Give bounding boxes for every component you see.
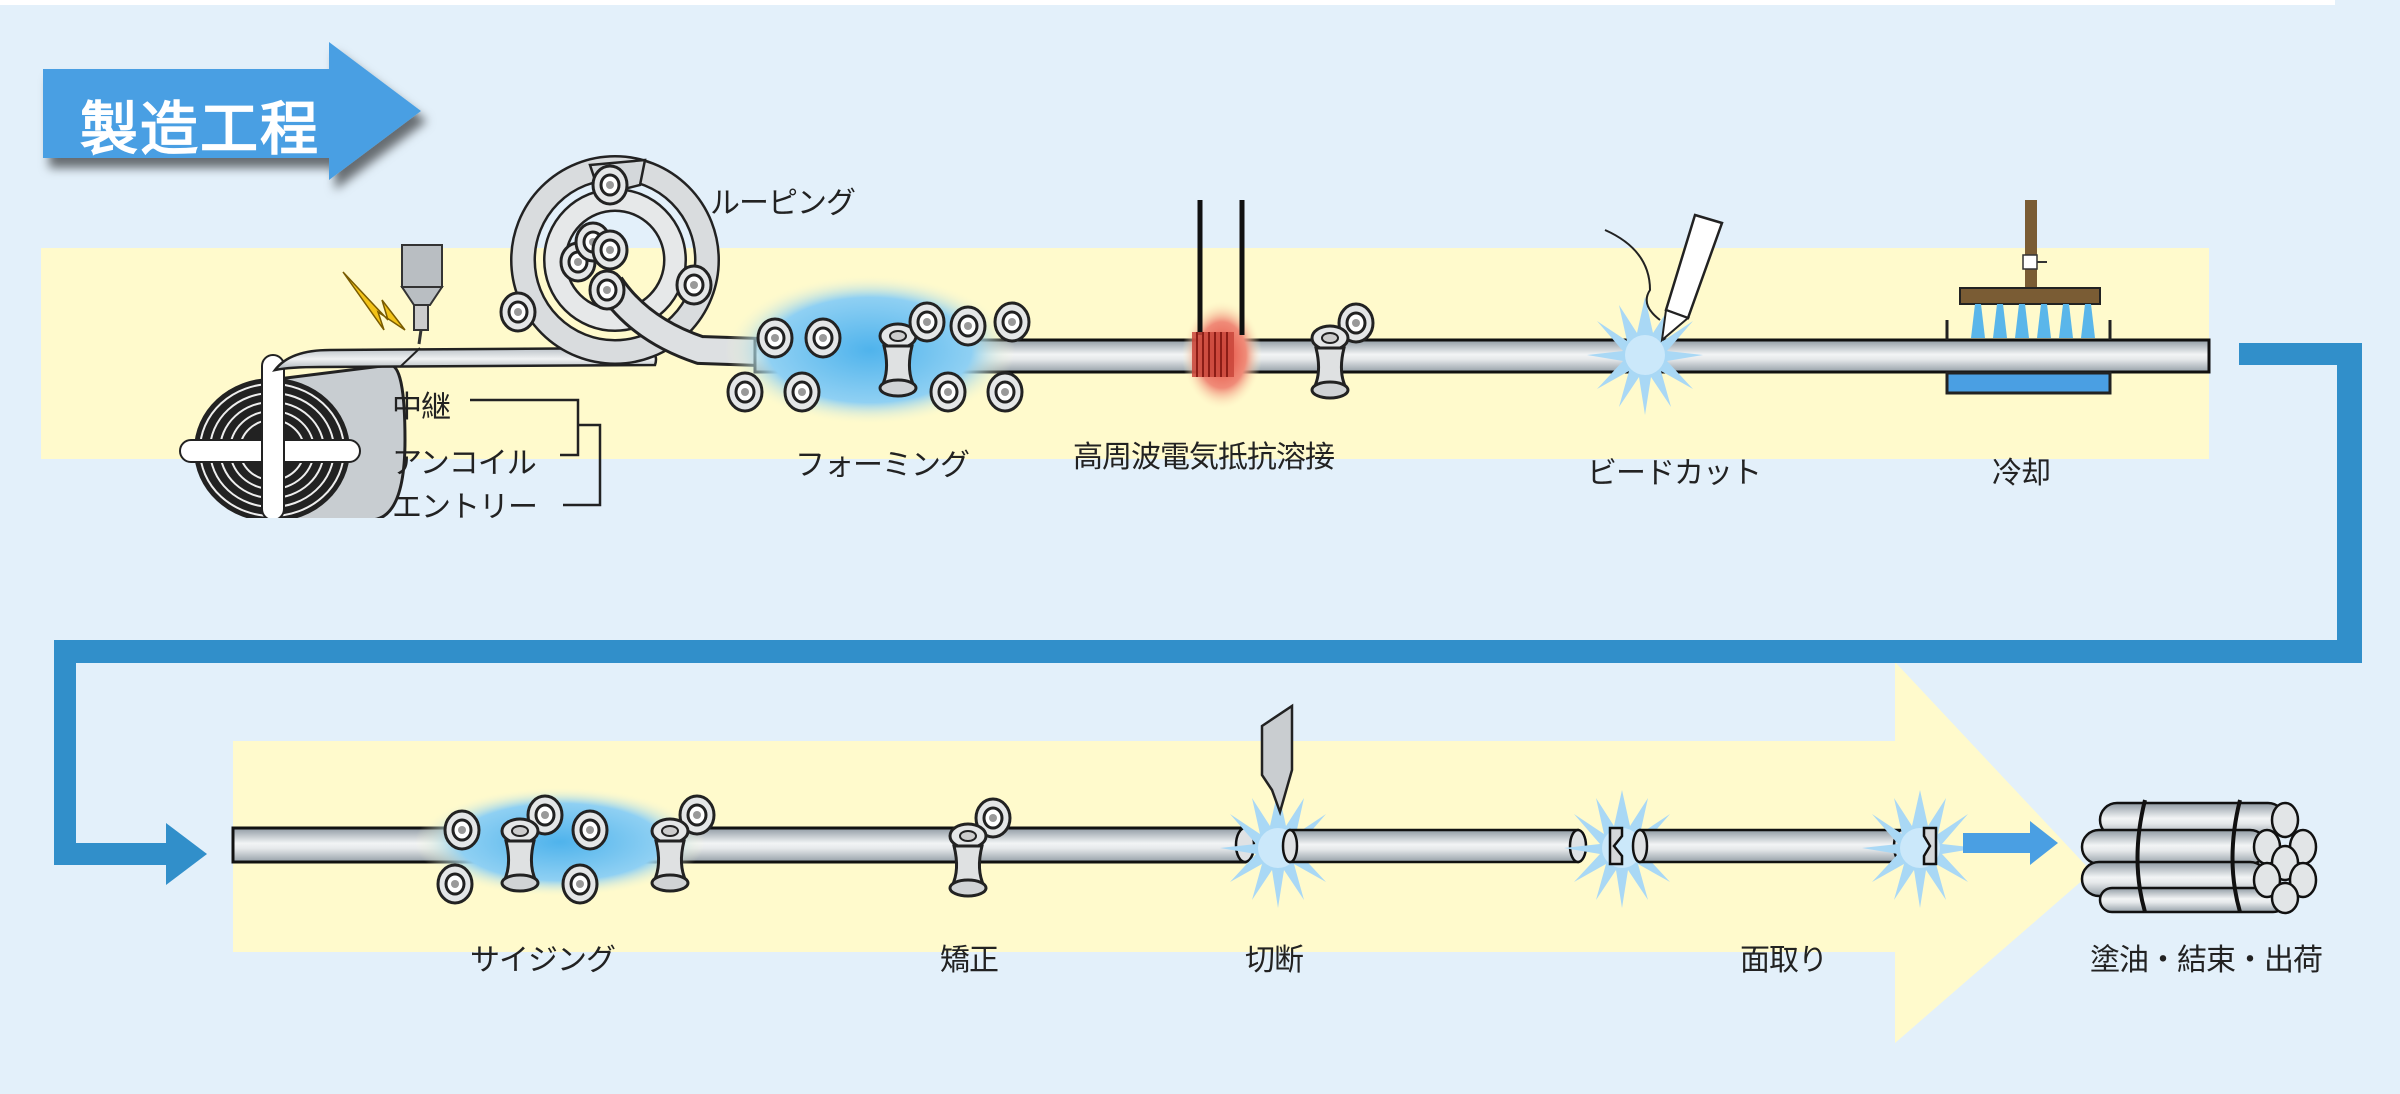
label-welding: 高周波電気抵抗溶接 [1073, 440, 1335, 475]
induction-coil-icon [1192, 200, 1245, 377]
pipe-bundle-icon [2080, 799, 2318, 915]
looping-icon [499, 155, 761, 367]
bottom-pipe [231, 826, 1247, 864]
flow-arrow-icon [1963, 821, 2058, 865]
label-looping: ルーピング [710, 186, 856, 221]
welding-torch-icon [400, 244, 444, 345]
flow-connector [54, 343, 2362, 885]
sizing-glow [415, 787, 705, 897]
uncoiler-icon [179, 354, 410, 538]
spark-bolt-icon [342, 271, 406, 331]
label-forming: フォーミング [795, 448, 970, 483]
label-chamfering: 面取り [1740, 943, 1828, 978]
label-uncoil: アンコイル [392, 446, 537, 481]
label-shipping: 塗油・結束・出荷 [2090, 943, 2323, 978]
label-bead-cut: ビードカット [1587, 456, 1762, 491]
label-relay: 中継 [392, 390, 451, 425]
cut-pipe-1 [1281, 828, 1588, 864]
label-cutting: 切断 [1245, 943, 1304, 978]
label-entry: エントリー [392, 490, 538, 525]
bead-cut-tool-icon [1604, 213, 1724, 343]
chamfer-tool-right-icon [1922, 826, 1938, 866]
cutting-blade-icon [1260, 703, 1294, 817]
title-arrow [43, 42, 421, 180]
label-sizing: サイジング [470, 943, 616, 978]
cooling-spray-icon [1945, 200, 2112, 395]
chamfer-tool-left-icon [1608, 826, 1624, 866]
top-edge [0, 0, 2335, 5]
page-title: 製造工程 [80, 95, 321, 163]
cut-pipe-2 [1631, 828, 1912, 864]
label-cooling: 冷却 [1992, 456, 2051, 491]
label-straightening: 矯正 [940, 943, 999, 978]
entry-label-bracket [470, 398, 602, 507]
